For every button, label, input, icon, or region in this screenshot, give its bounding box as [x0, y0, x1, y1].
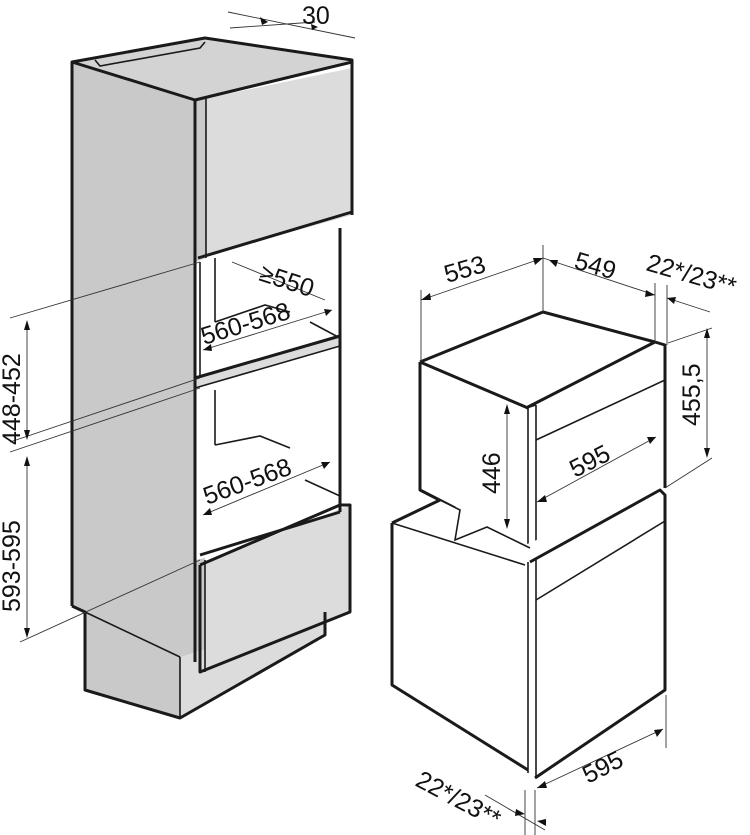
dim-rear-gap: 30 [302, 2, 330, 30]
dim-body-depth: 549 [571, 247, 619, 285]
dim-front-thickness-bottom: 22*/23** [411, 766, 505, 834]
cabinet-dimensions: 30 ≥550 560-568 560-568 448-452 593-595 [0, 2, 356, 643]
dim-upper-niche-height: 448-452 [0, 353, 26, 445]
tall-cabinet [70, 36, 354, 720]
dim-front-height: 455,5 [678, 363, 706, 426]
dim-lower-niche-height: 593-595 [0, 520, 26, 612]
dim-body-width: 553 [441, 250, 489, 288]
appliance-stack [390, 310, 667, 780]
dim-body-height: 446 [478, 452, 506, 494]
dim-front-width-lower: 595 [578, 745, 628, 789]
dim-front-thickness-top: 22*/23** [643, 249, 739, 301]
